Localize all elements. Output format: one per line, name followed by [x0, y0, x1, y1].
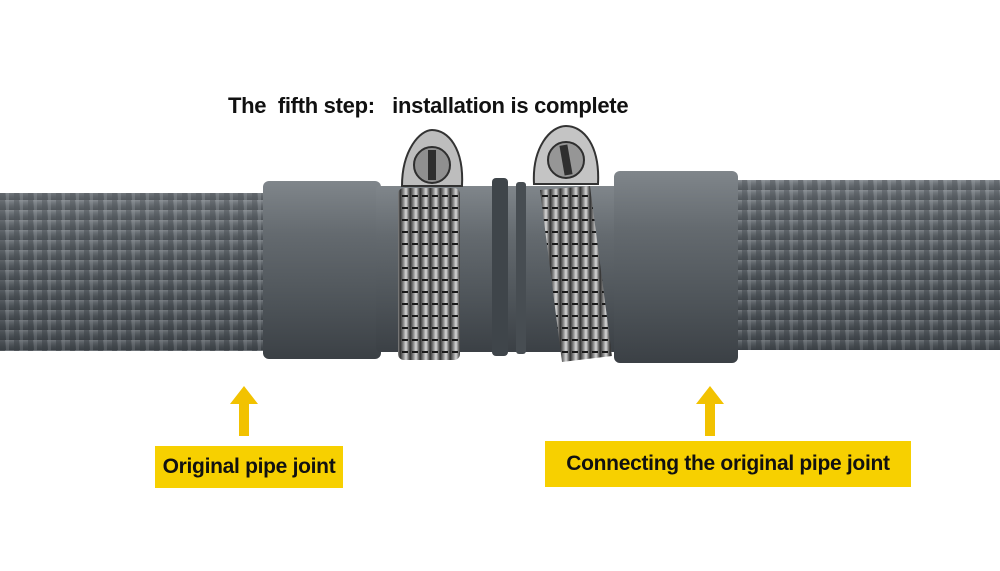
original-pipe-joint-label: Original pipe joint [155, 446, 343, 488]
right-hose-clamp [532, 124, 612, 362]
left-hose-clamp [398, 128, 464, 360]
connecting-pipe-joint-label: Connecting the original pipe joint [545, 441, 911, 487]
step-title: The fifth step: installation is complete [228, 93, 629, 118]
up-arrow-icon [696, 386, 724, 436]
up-arrow-icon [230, 386, 258, 436]
left-sleeve [263, 181, 381, 359]
right-sleeve [614, 171, 738, 363]
